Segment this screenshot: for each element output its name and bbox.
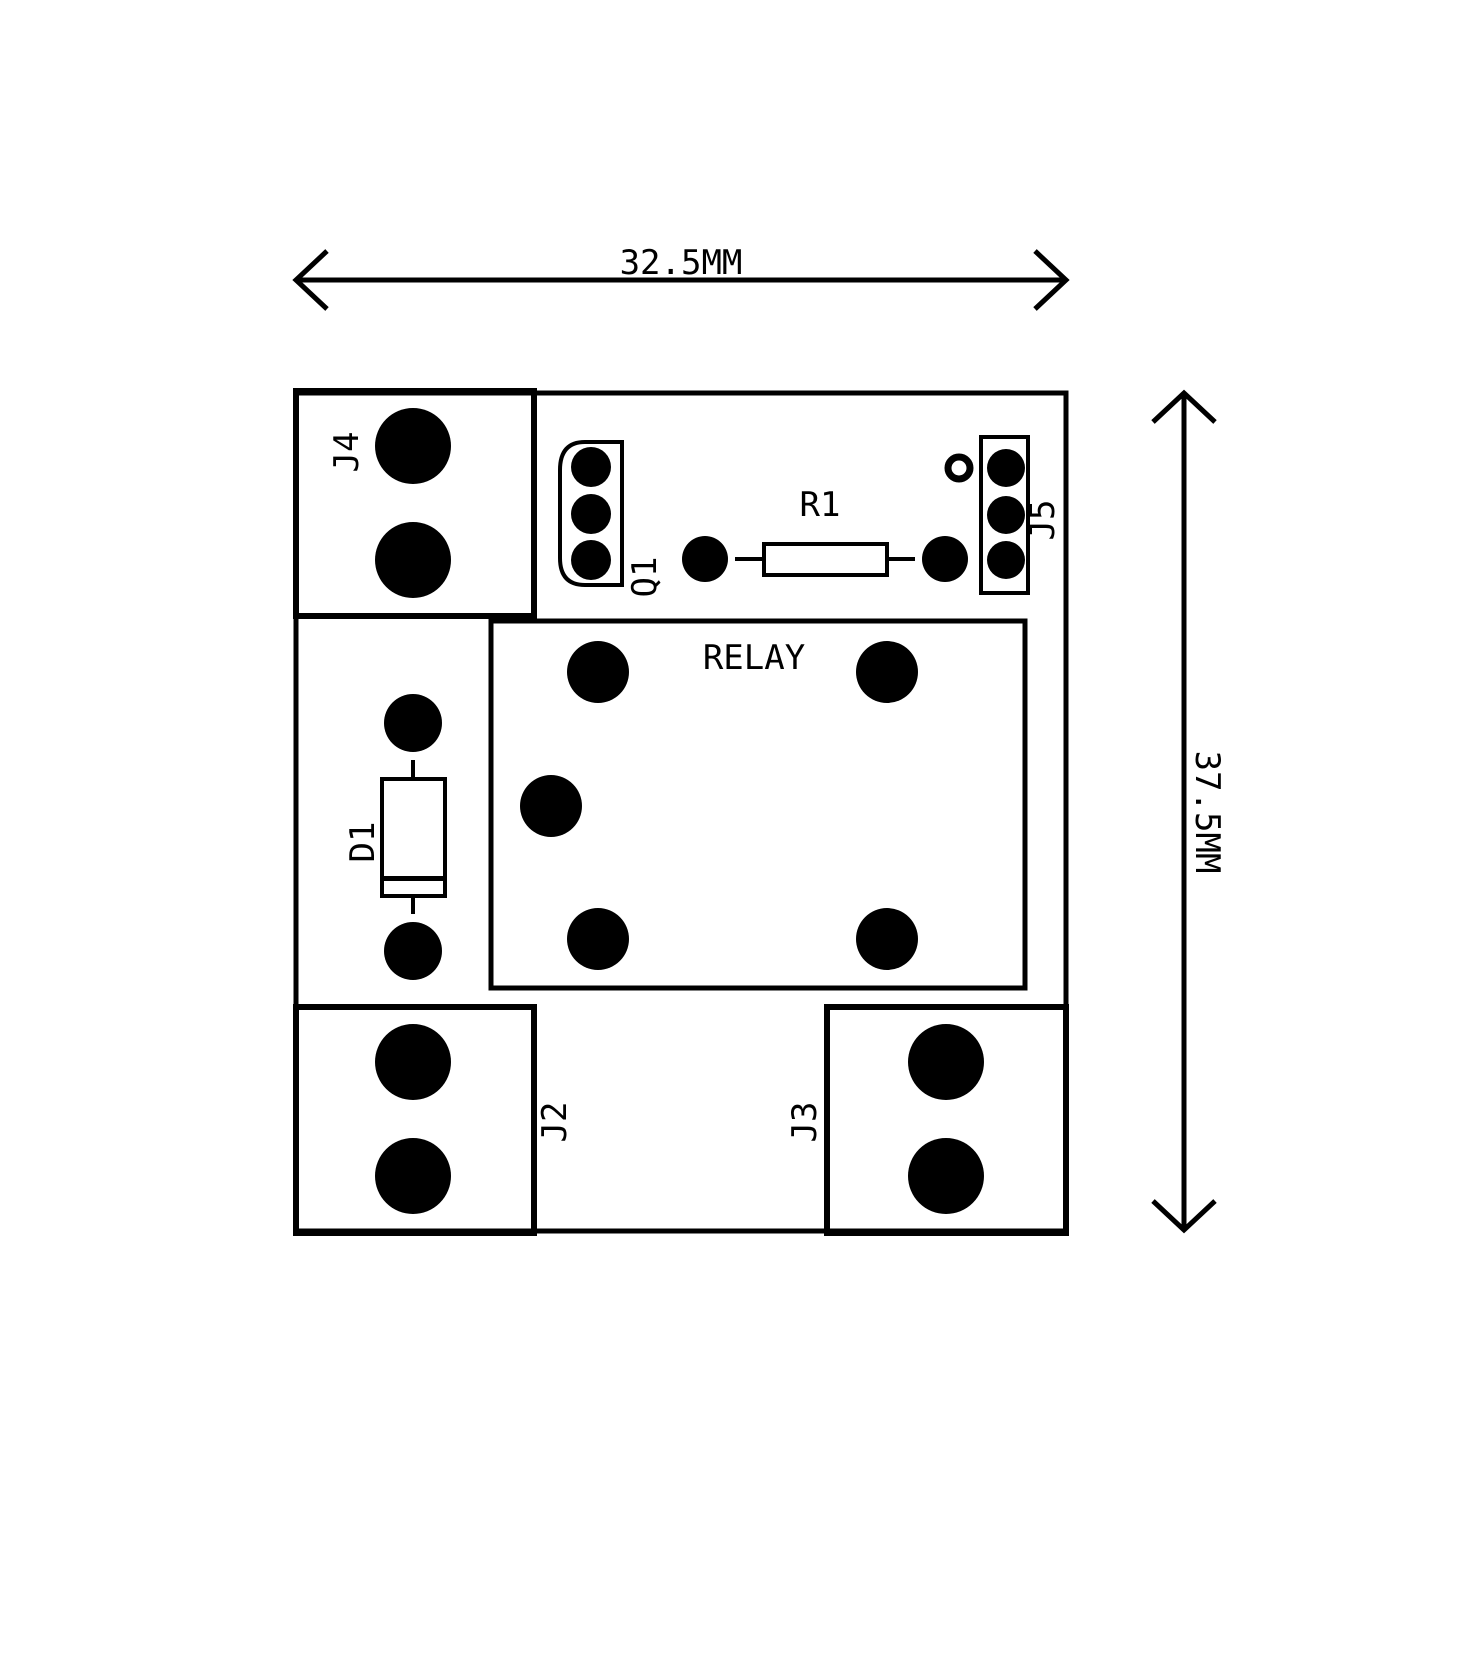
pin1-marker: [944, 453, 974, 483]
j2-label: J2: [535, 1102, 575, 1143]
width-dimension-label: 32.5MM: [620, 243, 743, 283]
relay: RELAY: [488, 618, 1028, 991]
diode-d1: D1: [343, 694, 447, 980]
width-dimension: 32.5MM: [292, 243, 1070, 311]
j3-label: J3: [785, 1102, 825, 1143]
header-j5: J5: [944, 435, 1063, 595]
connector-j3: J3: [785, 1004, 1069, 1236]
pad: [375, 408, 451, 484]
r1-label: R1: [800, 485, 841, 525]
pad: [375, 522, 451, 598]
relay-label: RELAY: [703, 638, 805, 678]
resistor-r1: R1: [682, 485, 968, 582]
d1-label: D1: [343, 822, 383, 863]
height-dimension-label: 37.5MM: [1187, 751, 1227, 874]
q1-label: Q1: [625, 557, 665, 598]
j5-label: J5: [1023, 500, 1063, 541]
j4-label: J4: [327, 432, 367, 473]
connector-j2: J2: [293, 1004, 575, 1236]
height-dimension: 37.5MM: [1151, 389, 1227, 1234]
transistor-q1: Q1: [558, 440, 665, 598]
board-outline: [293, 390, 1069, 1234]
connector-j4: J4: [293, 388, 537, 619]
